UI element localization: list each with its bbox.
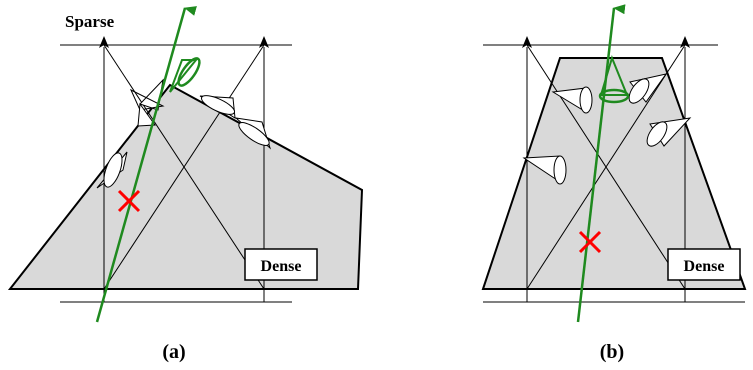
panel-a-dense-box xyxy=(244,248,318,281)
panel-b-dense-label: Dense xyxy=(684,258,725,275)
panel-b-green-ellipse xyxy=(598,88,630,104)
panel-a-caption: (a) xyxy=(162,341,185,363)
panel-a-cone-right-2-base xyxy=(238,122,270,146)
panel-b-red-cross xyxy=(578,230,602,254)
panel-a-cone-right-1-base xyxy=(200,95,236,115)
panel-a-green-ray xyxy=(95,6,197,323)
panel-b-cone-3-base xyxy=(628,78,650,104)
panel-b-cone-2-base xyxy=(553,155,567,185)
panel-a-cone-left-base xyxy=(103,152,123,188)
panel-a: Sparse Dense (a) xyxy=(7,6,364,363)
panel-b-dense-box xyxy=(667,248,741,281)
panel-a-green-ellipse xyxy=(177,57,201,87)
panel-b-diagonal-2 xyxy=(526,44,686,290)
panel-a-diagonal-2 xyxy=(103,44,265,290)
panel-b-green-cone xyxy=(599,54,629,96)
panel-b-green-ray xyxy=(576,4,626,323)
panel-b-cone-4-base xyxy=(646,121,668,147)
panel-b: Dense (b) xyxy=(481,4,747,363)
panel-a-dense-label: Dense xyxy=(261,258,302,275)
panel-a-cone-2 xyxy=(129,88,165,111)
panel-a-red-cross xyxy=(117,189,141,213)
panel-b-caption: (b) xyxy=(600,341,624,363)
panel-a-sparse-label: Sparse xyxy=(65,12,115,31)
panel-a-cone-3 xyxy=(137,102,156,127)
panel-b-polygon xyxy=(481,57,747,290)
panel-b-cone-1-base xyxy=(579,86,593,114)
panel-a-green-cone xyxy=(169,59,199,93)
